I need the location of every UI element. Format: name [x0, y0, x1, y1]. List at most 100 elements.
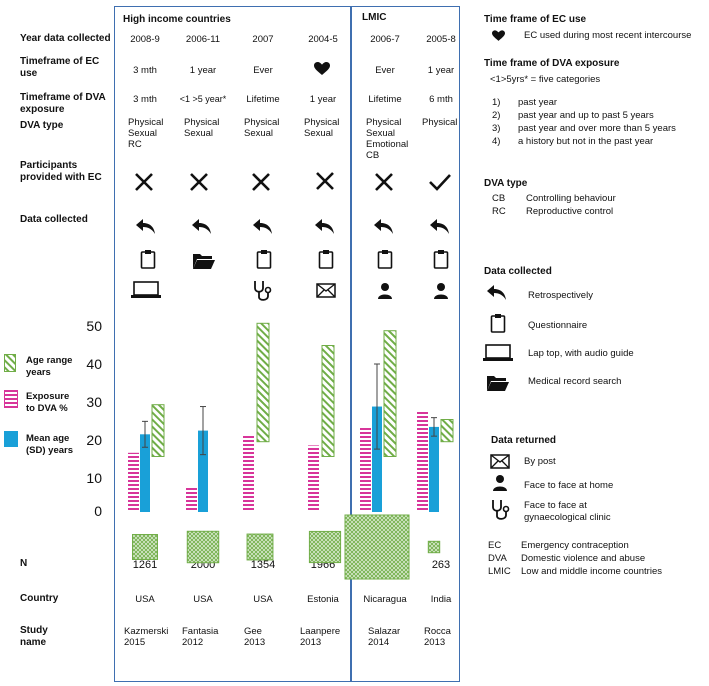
row-label-tf-dva-1: Timeframe of DVA [20, 92, 106, 103]
questionnaire-icon [490, 313, 506, 338]
y-tick-label: 0 [94, 503, 102, 519]
legend-tf-dva-title: Time frame of DVA exposure [484, 58, 620, 69]
retrospective-icon [135, 218, 157, 241]
year-cell: 2008-9 [130, 34, 160, 45]
year-cell: 2005-8 [426, 34, 456, 45]
n-square [308, 530, 342, 564]
legend-dva-type-title: DVA type [484, 178, 528, 189]
row-label-study-2: name [20, 637, 47, 648]
legend-returned-title: Data returned [491, 435, 557, 446]
tf-dva-cell: 6 mth [429, 94, 453, 105]
mean-age-bar [198, 430, 208, 512]
study-name-cell: Gee 2013 [244, 626, 298, 648]
dva-type-line: CB [366, 150, 380, 161]
legend-dva-type-text: Controlling behaviour [526, 193, 616, 204]
legend-tf-ec-title: Time frame of EC use [484, 14, 587, 25]
check-icon [428, 172, 452, 197]
y-tick-label: 20 [86, 432, 102, 448]
study-name-cell: Fantasia 2012 [182, 626, 236, 648]
age-range-bar [440, 419, 454, 443]
dva-type-cell: Physical Sexual [304, 117, 358, 139]
tf-ec-cell: 3 mth [133, 65, 157, 76]
mean-age-bar [372, 406, 382, 512]
row-label-dva-type: DVA type [20, 120, 64, 131]
exposure-bar [308, 445, 319, 512]
year-cell: 2007 [252, 34, 274, 45]
legend-abbrev-code: DVA [488, 553, 507, 564]
tf-ec-cell: Ever [253, 65, 273, 76]
dva-type-line: Physical [128, 117, 164, 128]
questionnaire-icon [256, 249, 272, 274]
envelope-icon [316, 283, 336, 303]
mean-age-bar [429, 426, 439, 512]
age-range-bar [151, 404, 165, 458]
dva-type-cell: Physical Sexual [244, 117, 298, 139]
study-name-cell: Rocca 2013 [424, 626, 478, 648]
row-label-country: Country [20, 593, 59, 604]
study-name-line: Fantasia [182, 626, 219, 637]
dva-type-line: Physical [304, 117, 340, 128]
n-square [344, 514, 410, 580]
retrospective-icon [314, 218, 336, 241]
row-label-participants-2: provided with EC [20, 172, 102, 183]
laptop-icon [130, 281, 162, 304]
y-tick-label: 50 [86, 318, 102, 334]
n-cell: 1354 [250, 559, 276, 571]
legend-returned-item: gynaecological clinic [524, 512, 611, 523]
age-range-bar [256, 322, 270, 443]
study-name-cell: Laanpere 2013 [300, 626, 354, 648]
age-range-bar [321, 345, 335, 457]
legend-age-range-line: years [26, 367, 51, 378]
cross-icon [189, 172, 209, 197]
legend-abbrev-text: Low and middle income countries [521, 566, 662, 577]
dva-type-line: Sexual [244, 128, 274, 139]
n-square [427, 540, 441, 554]
legend-tf-dva-text: past year [518, 97, 558, 108]
retrospective-icon [373, 218, 395, 241]
stethoscope-icon [252, 279, 274, 308]
row-label-year: Year data collected [20, 33, 111, 44]
legend-mean-age-line: Mean age [26, 433, 70, 444]
legend-collected-item: Medical record search [528, 376, 622, 387]
medical-record-icon [486, 374, 510, 397]
cross-icon [315, 171, 335, 196]
heart-icon [314, 62, 330, 81]
dva-type-cell: Physical Sexual RC [128, 117, 182, 150]
exposure-swatch [4, 390, 18, 413]
study-name-line: Laanpere [300, 626, 341, 637]
n-square [132, 534, 158, 560]
tf-dva-cell: Lifetime [246, 94, 280, 105]
tf-dva-cell: Lifetime [368, 94, 402, 105]
study-name-line: Rocca [424, 626, 451, 637]
legend-tf-dva-num: 4) [492, 136, 501, 147]
tf-dva-cell: 1 year [309, 94, 337, 105]
exposure-bar [243, 434, 254, 512]
retrospective-icon [429, 218, 451, 241]
study-name-line: 2012 [182, 637, 204, 648]
questionnaire-icon [318, 249, 334, 274]
questionnaire-icon [140, 249, 156, 274]
cross-icon [251, 172, 271, 197]
questionnaire-icon [377, 249, 393, 274]
dva-type-line: Physical [184, 117, 220, 128]
stethoscope-icon [490, 498, 512, 527]
study-name-line: 2013 [300, 637, 322, 648]
legend-returned-item: Face to face at home [524, 480, 614, 491]
dva-type-cell: Physical Sexual Emotional CB [366, 117, 420, 161]
mean-age-bar [140, 434, 150, 512]
row-label-tf-dva-2: exposure [20, 104, 65, 115]
row-label-participants-1: Participants [20, 160, 78, 171]
tf-dva-cell: 3 mth [133, 94, 157, 105]
legend-abbrev-code: EC [488, 540, 502, 551]
country-cell: USA [135, 594, 155, 605]
age-range-bar [383, 330, 397, 458]
legend-returned-item: Face to face at [524, 500, 587, 511]
dva-type-line: Physical [366, 117, 402, 128]
legend-collected-item: Questionnaire [528, 320, 588, 331]
dva-type-line: Physical [244, 117, 280, 128]
exposure-bar [360, 426, 371, 512]
legend-exposure-line: to DVA % [26, 403, 68, 414]
row-label-study-1: Study [20, 625, 48, 636]
y-tick-label: 30 [86, 394, 102, 410]
